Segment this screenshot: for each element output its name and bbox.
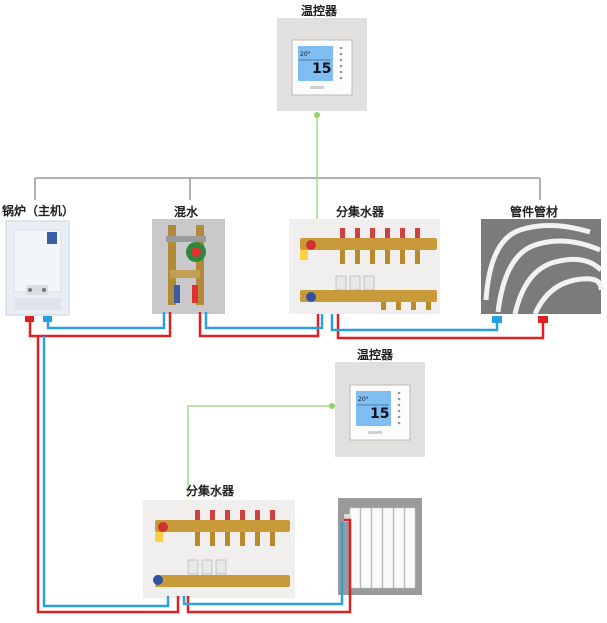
radiator-image bbox=[338, 498, 422, 595]
svg-text:20°: 20° bbox=[358, 396, 369, 403]
cold-pipes bbox=[42, 312, 499, 608]
manifold-bottom-image bbox=[143, 500, 295, 598]
thermostat-mid-image: 20° 15 bbox=[335, 362, 425, 457]
manifold-top-image bbox=[289, 219, 440, 314]
thermostat-top-label: 温控器 bbox=[301, 4, 338, 18]
mixer-label: 混水 bbox=[174, 205, 199, 219]
thermostat-top-image: 20° 15 bbox=[277, 18, 367, 111]
pipe-caps bbox=[25, 316, 548, 323]
pipes-image bbox=[481, 219, 604, 316]
frame-lines bbox=[34, 177, 541, 200]
signal-dot-top bbox=[314, 112, 320, 118]
mixer-image bbox=[152, 219, 225, 314]
pipes-label: 管件管材 bbox=[510, 205, 559, 219]
boiler-label: 锅炉（主机） bbox=[2, 204, 75, 218]
manifold-bottom-label: 分集水器 bbox=[186, 484, 235, 498]
boiler-image bbox=[5, 220, 70, 316]
signal-lines bbox=[187, 115, 332, 497]
signal-dot-mid bbox=[329, 403, 335, 409]
svg-text:15: 15 bbox=[312, 61, 331, 77]
svg-text:20°: 20° bbox=[300, 51, 311, 58]
hot-pipes bbox=[28, 312, 545, 614]
thermostat-mid-label: 温控器 bbox=[357, 348, 394, 362]
manifold-top-label: 分集水器 bbox=[336, 205, 385, 219]
svg-text:15: 15 bbox=[370, 406, 389, 422]
